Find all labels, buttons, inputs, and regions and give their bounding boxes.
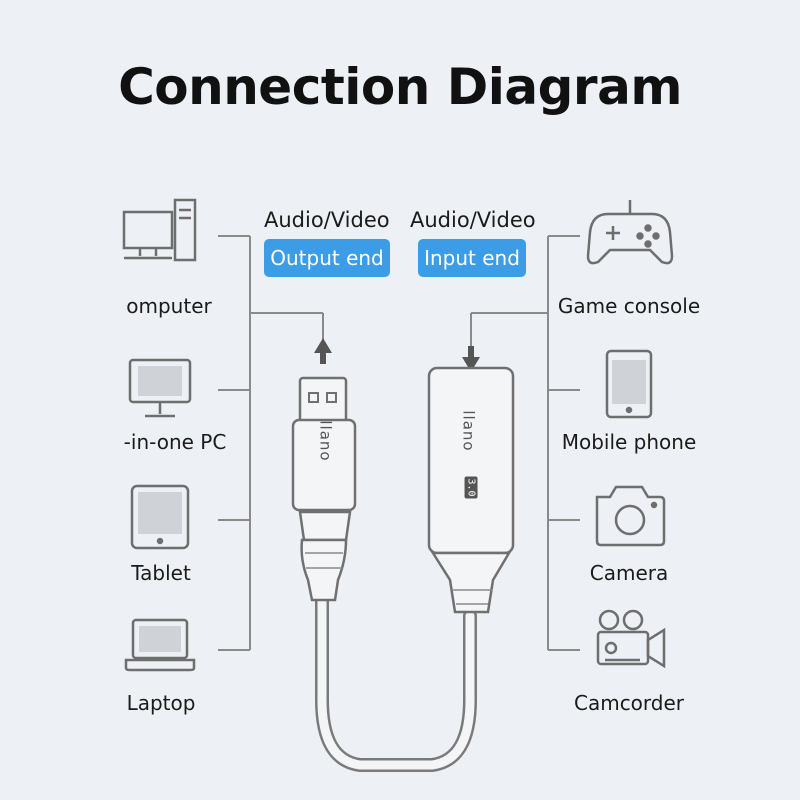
left-device-label-laptop: Laptop [126, 691, 196, 715]
left-connector-lines [218, 235, 324, 651]
right-device-label-game-console: Game console [557, 294, 701, 318]
left-device-label-all-in-one: -in-one PC [123, 430, 227, 454]
all-in-one-pc-icon [128, 358, 192, 418]
output-end-badge: Output end [264, 239, 390, 277]
diagram-title: Connection Diagram [118, 58, 682, 116]
desktop-computer-icon [122, 198, 197, 262]
input-arrow [462, 346, 480, 372]
gamepad-icon [586, 200, 674, 265]
usb-a-connector [291, 376, 357, 602]
tablet-icon [130, 484, 190, 550]
right-device-label-mobile-phone: Mobile phone [561, 430, 697, 454]
left-device-label-tablet: Tablet [131, 561, 191, 585]
left-device-label-computer: omputer [126, 294, 212, 318]
right-connector-lines [470, 235, 580, 651]
input-caption: Audio/Video [410, 208, 536, 232]
input-end-badge: Input end [418, 239, 526, 277]
right-device-label-camera: Camera [589, 561, 669, 585]
usb-version-badge: 3.0 [464, 476, 478, 499]
camera-icon [595, 485, 666, 547]
mobile-phone-icon [605, 349, 653, 419]
output-caption: Audio/Video [264, 208, 390, 232]
capture-device-body [427, 366, 515, 614]
laptop-icon [124, 618, 196, 672]
output-arrow [314, 338, 332, 364]
usb-brand-label: llano [316, 420, 335, 462]
capture-brand-label: llano [459, 410, 478, 452]
right-device-label-camcorder: Camcorder [573, 691, 685, 715]
cable [315, 591, 477, 772]
usb-a-pins [308, 392, 337, 403]
camcorder-icon [596, 609, 666, 669]
